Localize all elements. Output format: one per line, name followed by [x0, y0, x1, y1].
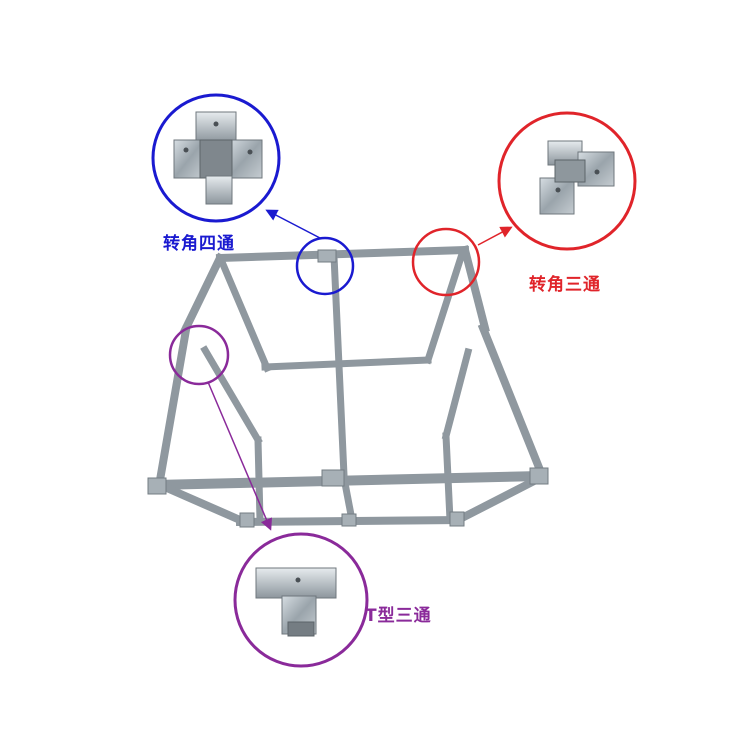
- four-way-joint-marker: [295, 236, 355, 296]
- three-way-label: 转角三通: [529, 275, 601, 295]
- three-way-detail: [497, 111, 637, 251]
- four-way-label: 转角四通: [163, 234, 235, 254]
- frame-joints: [147, 249, 549, 528]
- t-joint-arrow: [207, 381, 273, 531]
- three-way-joint-marker: [411, 227, 481, 297]
- three-way-arrow: [477, 226, 513, 246]
- t-type-label: T型三通: [365, 606, 432, 626]
- steel-frame: [149, 245, 548, 527]
- t-type-detail: [233, 532, 369, 668]
- four-way-detail: [151, 93, 281, 223]
- t-joint-marker: [168, 324, 230, 386]
- four-way-arrow: [265, 209, 321, 239]
